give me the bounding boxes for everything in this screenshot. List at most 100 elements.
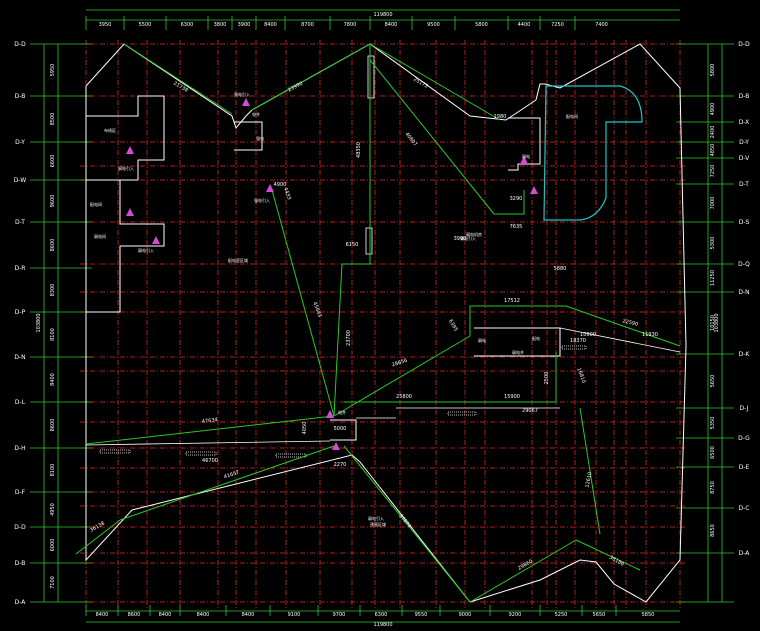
path-length-label: 6150 <box>346 242 359 248</box>
path-length-label: 23990 <box>287 81 304 94</box>
cable-route <box>369 43 501 121</box>
dim-value-left: 7100 <box>50 576 56 589</box>
path-length-label: 4050 <box>302 422 308 435</box>
axis-label-right: D-G <box>738 435 750 442</box>
dim-value-left: 5950 <box>50 64 56 77</box>
dim-value-bottom: 5850 <box>642 612 655 618</box>
axis-label-right: D-Q <box>738 261 750 268</box>
room-outline <box>234 121 263 151</box>
path-length-label: 29067 <box>522 408 538 414</box>
dim-value-left: 8600 <box>50 239 56 252</box>
path-length-label: 48350 <box>356 142 362 158</box>
building-outline <box>85 43 687 603</box>
axis-label-right: D-V <box>739 155 750 162</box>
cable-tray <box>185 451 217 456</box>
dim-value-left: 8500 <box>50 113 56 126</box>
path-length-label: 38180 <box>608 555 625 568</box>
cable-route <box>251 43 371 111</box>
path-length-label: 11930 <box>642 332 658 338</box>
marker-note: 弱电引入 <box>118 165 134 171</box>
path-length-label: 4900 <box>274 182 287 188</box>
cable-route <box>343 445 471 603</box>
path-length-label: 2500 <box>544 372 550 385</box>
cable-tray <box>447 411 477 416</box>
dim-total-bottom: 119800 <box>373 622 392 627</box>
dim-value-right: 10150 <box>710 315 716 331</box>
axis-label-left: D-D <box>14 524 26 531</box>
room-label: 配电间 <box>566 113 578 119</box>
axis-label-left: D-D <box>14 41 26 48</box>
axis-label-right: D-X <box>739 119 750 126</box>
dim-value-top: 7800 <box>344 22 357 28</box>
entry-marker <box>520 156 528 164</box>
dim-value-top: 9500 <box>427 22 440 28</box>
dim-value-top: 8700 <box>301 22 314 28</box>
path-length-label: 4433 <box>282 187 292 201</box>
axis-label-right: D-N <box>738 289 749 296</box>
cable-route <box>469 539 577 603</box>
dim-value-bottom: 9700 <box>333 612 346 618</box>
dim-value-right: 6500 <box>710 446 716 459</box>
axis-label-left: D-N <box>14 354 25 361</box>
path-length-label: 45643 <box>311 301 322 318</box>
dim-value-bottom: 9000 <box>459 612 472 618</box>
red-grid <box>80 40 686 608</box>
dim-value-bottom: 5650 <box>593 612 606 618</box>
cable-tray <box>275 453 307 458</box>
dim-value-bottom: 9550 <box>415 612 428 618</box>
path-length-label: 6395 <box>447 318 459 332</box>
axis-label-right: D-B <box>739 93 750 100</box>
axis-label-right: D-J <box>740 405 749 412</box>
cable-route <box>75 519 121 555</box>
dim-value-bottom: 8400 <box>159 612 172 618</box>
dim-value-top: 7400 <box>595 22 608 28</box>
dim-value-bottom: 8400 <box>197 612 210 618</box>
dim-value-right: 4850 <box>710 144 716 157</box>
dim-value-right: 4900 <box>710 103 716 116</box>
dim-value-right: 2400 <box>710 126 716 139</box>
dim-value-left: 9600 <box>50 195 56 208</box>
marker-note: 强电 <box>256 135 264 141</box>
cable-route <box>469 305 681 347</box>
dim-value-top: 3900 <box>238 22 251 28</box>
dim-total-right: 103800 <box>714 313 720 332</box>
cable-route <box>333 335 471 417</box>
cable-tray <box>99 449 131 454</box>
dim-value-left: 6600 <box>50 155 56 168</box>
axis-label-right: D-D <box>738 41 750 48</box>
area-note: 预留区域 <box>370 521 386 527</box>
axis-label-right: D-K <box>739 351 751 358</box>
area-note: 弱电机房 <box>466 231 482 237</box>
axis-label-left: D-L <box>15 399 26 406</box>
path-length-label: 23700 <box>346 330 352 346</box>
cable-routes <box>75 43 681 603</box>
path-length-label: 28656 <box>391 358 408 369</box>
marker-note: 弱电引入 <box>368 515 384 521</box>
marker-note: 弱电引入 <box>460 235 476 241</box>
dim-value-left: 8600 <box>50 419 56 432</box>
entry-marker <box>126 146 134 154</box>
axis-label-right: D-T <box>739 181 749 188</box>
path-length-label: 46700 <box>202 458 218 464</box>
room-label: 弱电井 <box>512 349 524 355</box>
dim-value-left: 6000 <box>50 539 56 552</box>
path-length-label: 16810 <box>575 367 586 384</box>
path-length-label: 22590 <box>622 318 639 328</box>
riser-shaft <box>365 227 373 255</box>
cable-route <box>85 415 335 445</box>
dim-value-left: 4950 <box>50 503 56 516</box>
path-length-label: 17512 <box>504 298 520 304</box>
entry-marker <box>126 208 134 216</box>
marker-note: 弱电 <box>522 153 530 159</box>
path-length-label: 5000 <box>334 426 347 432</box>
dim-value-left: 8300 <box>50 284 56 297</box>
dim-value-top: 5800 <box>475 22 488 28</box>
path-length-label: 25800 <box>396 394 412 400</box>
dim-value-bottom: 8400 <box>242 612 255 618</box>
axis-label-left: D-R <box>15 265 26 272</box>
dim-value-right: 8750 <box>710 481 716 494</box>
cable-route <box>271 189 335 417</box>
entry-marker <box>242 98 250 106</box>
room-label: 电井 <box>252 111 260 117</box>
